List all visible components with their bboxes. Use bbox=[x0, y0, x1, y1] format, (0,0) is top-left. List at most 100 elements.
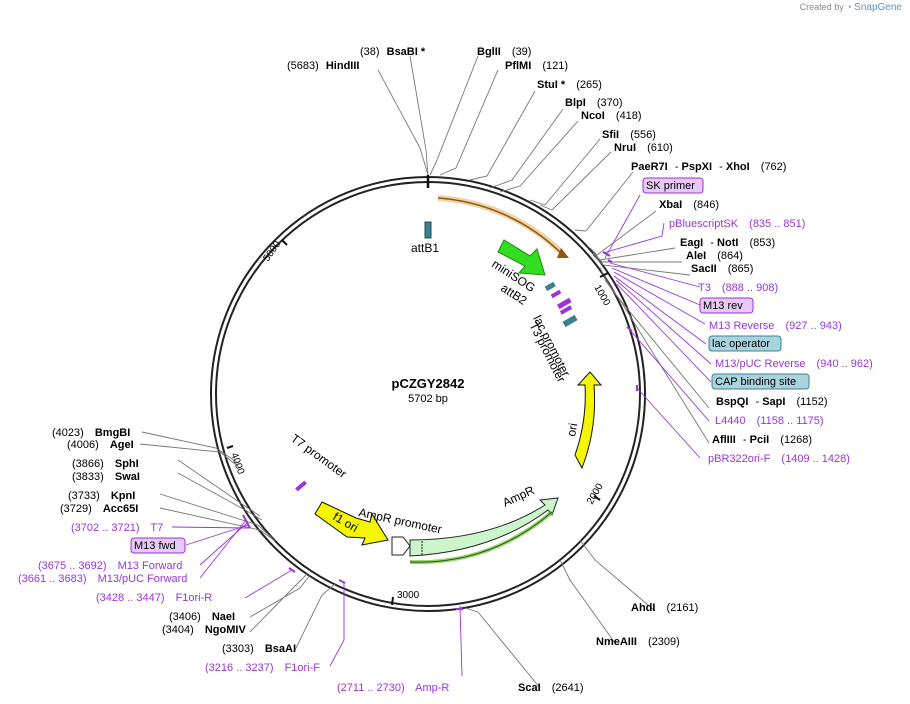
primer-l4440-range: (1158 .. 1175) bbox=[757, 415, 824, 427]
site-acc65i-name: Acc65I bbox=[103, 503, 138, 515]
primer-marks bbox=[242, 251, 638, 610]
tick-label-3000: 3000 bbox=[397, 590, 420, 601]
primer-f1ori-r-range: (3428 .. 3447) bbox=[96, 592, 165, 604]
site-nmeaiii-name: NmeAIII bbox=[596, 636, 637, 648]
site-naei-name: NaeI bbox=[212, 611, 235, 623]
site-xbai: XbaI (846) bbox=[659, 199, 719, 211]
site-stui: StuI * (265) bbox=[537, 79, 602, 91]
site-blpi: BlpI (370) bbox=[565, 97, 623, 109]
primer-amp-r: (2711 .. 2730) Amp-R bbox=[337, 682, 449, 694]
orange-arc-line bbox=[437, 197, 561, 253]
length-ticks bbox=[226, 239, 609, 606]
site-scai: ScaI (2641) bbox=[518, 682, 584, 694]
site-noti-name: NotI bbox=[717, 237, 738, 249]
site-bglii-name: BglII bbox=[477, 46, 501, 58]
feature-box-lac-operator bbox=[708, 335, 782, 352]
site-sphi-pos: (3866) bbox=[72, 458, 104, 470]
credit-prefix: Created by bbox=[799, 2, 844, 12]
primer-pbluescript-range: (835 .. 851) bbox=[749, 218, 805, 230]
snapgene-icon: ◔ bbox=[846, 2, 852, 12]
primer-t3-range: (888 .. 908) bbox=[722, 282, 778, 294]
feature-cap-binding-site: CAP binding site bbox=[715, 376, 796, 388]
primer-box-m13-fwd bbox=[130, 537, 186, 554]
feature-ampr: AmpR bbox=[500, 483, 536, 510]
site-ncoi-pos: (418) bbox=[616, 110, 642, 122]
site-xhoi-name: XhoI bbox=[726, 161, 750, 173]
site-kpni-pos: (3733) bbox=[68, 490, 100, 502]
site-swai: (3833) SwaI bbox=[72, 471, 140, 483]
site-sphi-name: SphI bbox=[115, 458, 139, 470]
primer-pbluescript-name: pBluescriptSK bbox=[669, 218, 739, 230]
primer-leaders bbox=[171, 194, 712, 677]
site-paer7i: PaeR7I - PspXI - XhoI (762) bbox=[631, 161, 786, 173]
primer-m13-rev: M13 rev bbox=[703, 300, 743, 312]
site-eagi-name: EagI bbox=[680, 237, 703, 249]
site-bsaai-pos: (3303) bbox=[222, 643, 254, 655]
site-bspqi: BspQI - SapI (1152) bbox=[716, 396, 827, 408]
site-ncoi-name: NcoI bbox=[581, 110, 605, 122]
tick-label-2000: 2000 bbox=[585, 481, 606, 506]
site-naei: (3406) NaeI bbox=[169, 611, 235, 623]
site-sacii-name: SacII bbox=[691, 263, 717, 275]
site-ahdi-pos: (2161) bbox=[667, 602, 699, 614]
credit: Created by ◔ SnapGene bbox=[800, 2, 902, 13]
site-paer7i-sep1: - bbox=[675, 161, 679, 173]
site-agei-name: AgeI bbox=[110, 439, 134, 451]
site-eagi-pos: (853) bbox=[749, 237, 775, 249]
ampr-arrow bbox=[409, 497, 559, 557]
primer-pbr322ori-f-name: pBR322ori-F bbox=[708, 453, 771, 465]
primer-m13-puc-reverse-range: (940 .. 962) bbox=[817, 358, 873, 370]
primer-f1ori-f: (3216 .. 3237) F1ori-F bbox=[205, 662, 320, 674]
primer-m13-fwd: M13 fwd bbox=[134, 540, 176, 552]
primer-t3-name: T3 bbox=[698, 282, 711, 294]
site-paer7i-name: PaeR7I bbox=[631, 161, 668, 173]
site-bsaai-name: BsaAI bbox=[265, 643, 296, 655]
site-sphi: (3866) SphI bbox=[72, 458, 139, 470]
site-alei-name: AleI bbox=[686, 250, 706, 262]
site-sfii-pos: (556) bbox=[630, 129, 656, 141]
site-ahdi: AhdI (2161) bbox=[631, 602, 698, 614]
site-afliii: AflIII - PciI (1268) bbox=[712, 434, 812, 446]
primer-pbr322ori-f: pBR322ori-F (1409 .. 1428) bbox=[708, 453, 850, 465]
site-paer7i-sep2: - bbox=[719, 161, 723, 173]
site-acc65i: (3729) Acc65I bbox=[60, 503, 138, 515]
primer-l4440: L4440 (1158 .. 1175) bbox=[715, 415, 824, 427]
site-nmeaiii-pos: (2309) bbox=[648, 636, 680, 648]
site-sapi-name: SapI bbox=[762, 396, 785, 408]
primer-m13-puc-reverse-name: M13/pUC Reverse bbox=[715, 358, 805, 370]
site-ngomiv-name: NgoMIV bbox=[205, 624, 247, 636]
primer-amp-r-range: (2711 .. 2730) bbox=[337, 682, 405, 694]
feature-lac-operator: lac operator bbox=[712, 338, 770, 350]
site-ncoi: NcoI (418) bbox=[581, 110, 642, 122]
feature-ori: ori bbox=[564, 422, 580, 438]
site-nrui: NruI (610) bbox=[614, 142, 673, 154]
site-sfii: SfiI (556) bbox=[602, 129, 656, 141]
primer-f1ori-r: (3428 .. 3447) F1ori-R bbox=[96, 592, 212, 604]
ampr-line bbox=[409, 511, 553, 563]
ampr-promoter-arrow bbox=[391, 536, 411, 556]
feature-t7-promoter: T7 promoter bbox=[288, 431, 349, 481]
primer-t3: T3 (888 .. 908) bbox=[698, 282, 778, 294]
site-kpni-name: KpnI bbox=[111, 490, 135, 502]
primer-m13-forward-name: M13 Forward bbox=[118, 560, 183, 572]
site-sacii-pos: (865) bbox=[728, 263, 754, 275]
primer-amp-r-name: Amp-R bbox=[415, 682, 449, 694]
primer-m13-puc-forward-name: M13/pUC Forward bbox=[98, 573, 188, 585]
site-bsabi-name: BsaBI * bbox=[387, 46, 426, 58]
site-afliii-pos: (1268) bbox=[780, 434, 812, 446]
site-bsabi-pos: (38) bbox=[360, 46, 380, 58]
site-ngomiv-pos: (3404) bbox=[162, 624, 194, 636]
t7-promoter-mark bbox=[295, 480, 307, 492]
site-alei-pos: (864) bbox=[717, 250, 743, 262]
primer-m13-puc-forward: (3661 .. 3683) M13/pUC Forward bbox=[18, 573, 187, 585]
orange-arc-arrowhead bbox=[557, 248, 569, 258]
feature-box-cap-binding-site bbox=[711, 373, 810, 390]
site-swai-pos: (3833) bbox=[72, 471, 104, 483]
primer-t7-name: T7 bbox=[150, 522, 163, 534]
site-bspqi-sep: - bbox=[755, 396, 759, 408]
site-bglii: BglII (39) bbox=[477, 46, 531, 58]
site-agei: (4006) AgeI bbox=[67, 439, 134, 451]
primer-f1ori-r-name: F1ori-R bbox=[176, 592, 213, 604]
site-pcii-name: PciI bbox=[750, 434, 770, 446]
